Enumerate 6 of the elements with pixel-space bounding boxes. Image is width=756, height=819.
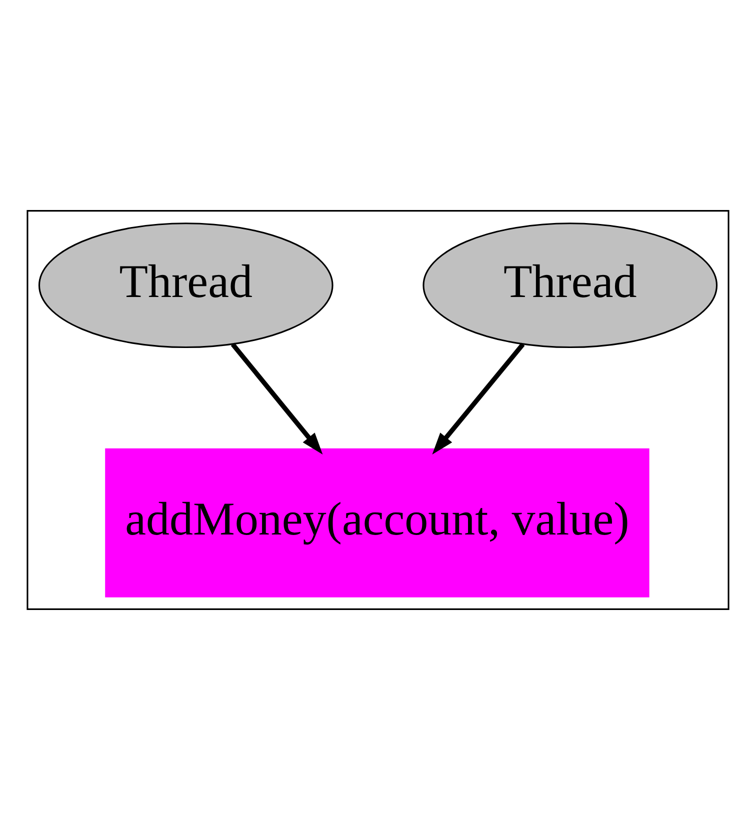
arrow — [432, 342, 525, 454]
node-ellipse: Thread — [38, 222, 334, 348]
node-box: addMoney(account, value) — [105, 448, 650, 597]
arrow — [230, 342, 323, 454]
cluster — [26, 210, 730, 610]
node-ellipse: Thread — [422, 222, 718, 348]
